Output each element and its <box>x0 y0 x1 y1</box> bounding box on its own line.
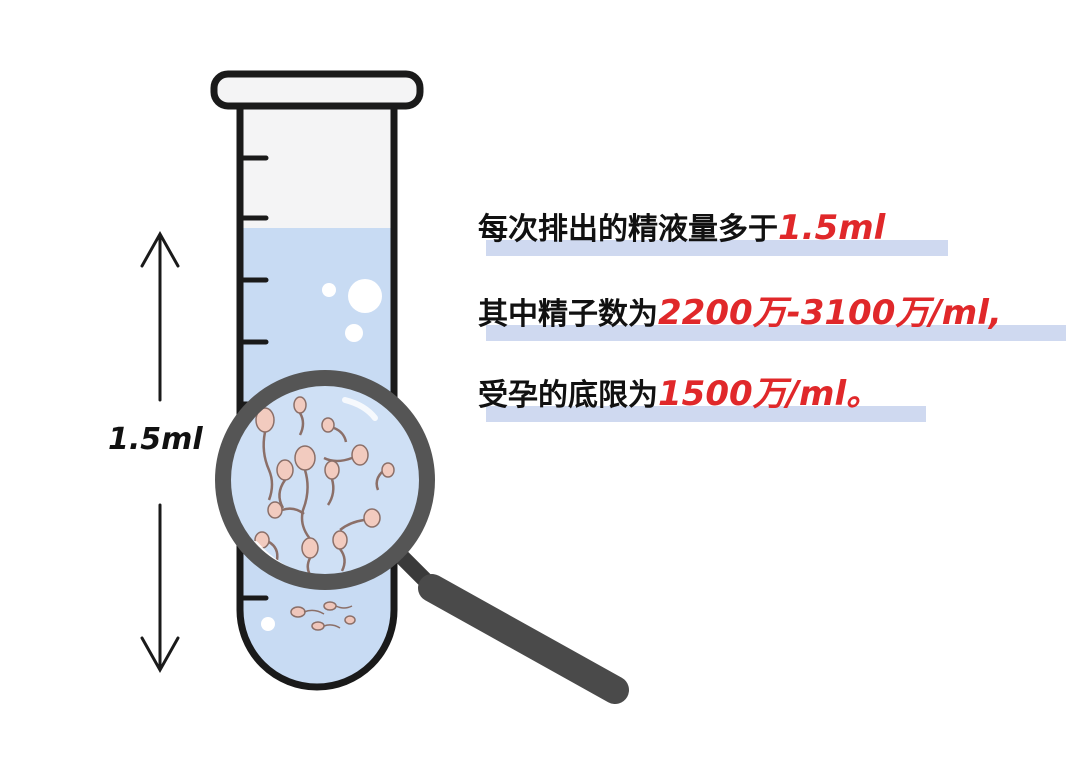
line-underline <box>486 325 1066 341</box>
line-underline <box>486 240 948 256</box>
line-prefix: 其中精子数为 <box>478 297 658 332</box>
bubble <box>261 617 275 631</box>
bubble <box>322 283 336 297</box>
line-prefix: 每次排出的精液量多于 <box>478 212 778 247</box>
magnifying-glass-icon <box>215 370 629 704</box>
line-value: 2200万-3100万/ml, <box>658 293 1002 333</box>
bubble <box>348 279 382 313</box>
line-value: 1500万/ml。 <box>658 374 881 414</box>
line-underline <box>486 406 926 422</box>
info-line-threshold: 受孕的底限为1500万/ml。 <box>478 374 926 422</box>
height-arrow <box>140 230 180 674</box>
tube-rim <box>210 70 424 110</box>
magnified-sperm <box>225 380 425 580</box>
bubble <box>345 324 363 342</box>
line-prefix: 受孕的底限为 <box>478 378 658 413</box>
info-line-count: 其中精子数为2200万-3100万/ml, <box>478 293 1066 341</box>
info-line-volume: 每次排出的精液量多于1.5ml <box>478 208 948 256</box>
sperm-cluster-lower <box>290 601 356 631</box>
line-value: 1.5ml <box>778 208 886 248</box>
volume-label: 1.5ml <box>106 420 205 459</box>
